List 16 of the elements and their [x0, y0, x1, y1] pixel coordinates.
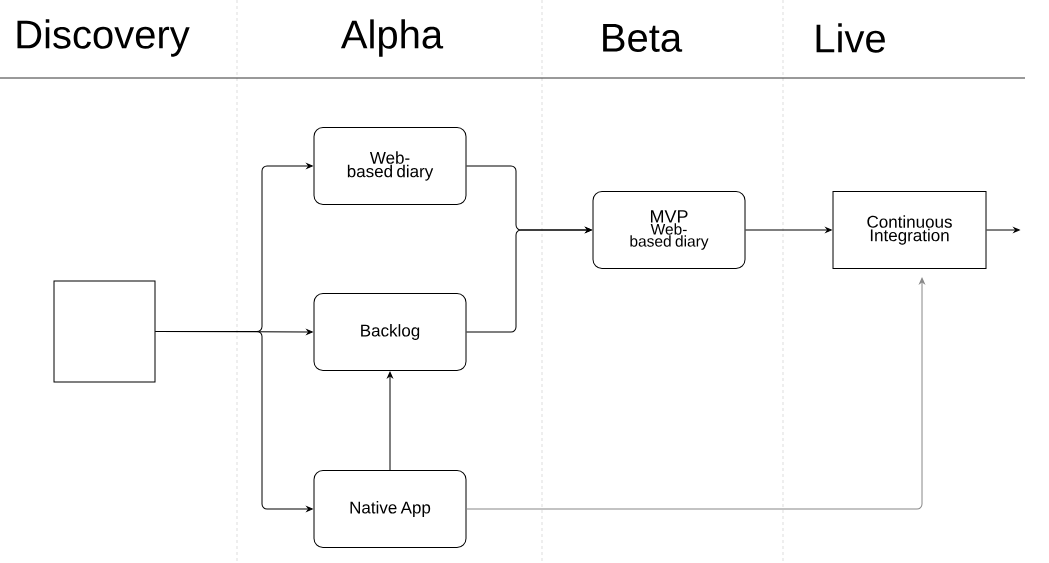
arrow: [387, 371, 393, 471]
arrow: [986, 227, 1020, 233]
arrow: [745, 227, 832, 233]
process-box: Continuous Integration: [832, 191, 987, 269]
arrow: [466, 227, 592, 333]
process-box: MVP Web-based diary: [592, 191, 746, 269]
empty-box: [53, 280, 156, 383]
phase-heading: Alpha: [340, 19, 444, 57]
phase-heading: Discovery: [17, 19, 190, 57]
process-box: Backlog: [313, 293, 467, 371]
arrow: [466, 277, 925, 510]
process-box: Web-based diary: [313, 127, 467, 205]
process-box: Native App: [313, 470, 467, 548]
phase-heading: Live: [816, 23, 885, 53]
arrow: [155, 331, 313, 512]
phase-heading: Beta: [603, 24, 683, 52]
